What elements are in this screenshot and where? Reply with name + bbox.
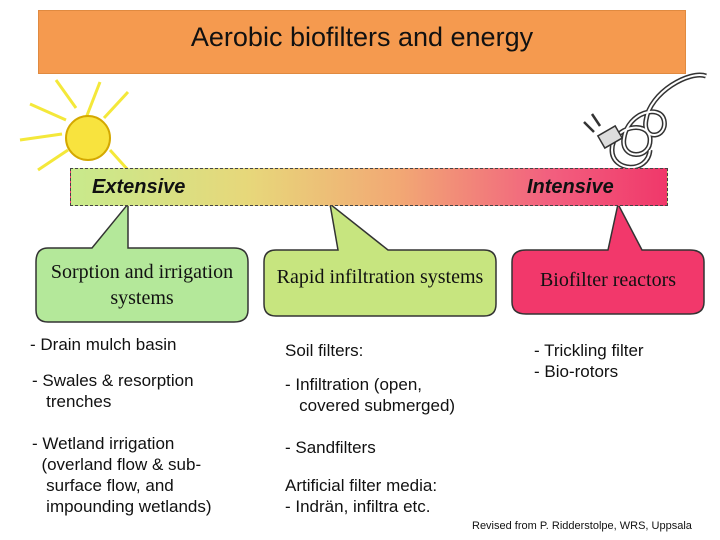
sun-icon [19, 79, 130, 172]
intensity-gradient-bar [70, 168, 668, 206]
page-title: Aerobic biofilters and energy [190, 22, 534, 52]
callout-rapid-infiltration [263, 202, 497, 317]
list-item-wetland-irrigation: - Wetland irrigation (overland flow & su… [32, 434, 212, 516]
title-banner [38, 10, 686, 74]
list-item-sandfilters: - Sandfilters [285, 438, 376, 457]
list-item-infiltration: - Infiltration (open, covered submerged) [285, 375, 456, 415]
list-item-artificial-media: Artificial filter media: - Indrän, infil… [285, 476, 438, 516]
scale-label-extensive: Extensive [92, 176, 186, 198]
box-label-rapid-infiltration: Rapid infiltration systems [276, 266, 484, 288]
list-item-swales: - Swales & resorption trenches [32, 371, 194, 411]
list-item-soil-filters: Soil filters: [285, 341, 364, 360]
callout-sorption-irrigation [35, 201, 249, 323]
box-label-biofilter-reactors: Biofilter reactors [539, 269, 677, 291]
power-plug-icon [583, 72, 707, 170]
list-item-reactors: - Trickling filter - Bio-rotors [534, 341, 644, 381]
box-label-sorption: Sorption and irrigation systems [50, 261, 234, 309]
scale-label-intensive: Intensive [527, 176, 614, 198]
list-item-drain-mulch: - Drain mulch basin [30, 335, 177, 354]
callout-biofilter-reactors [511, 201, 705, 315]
credit-text: Revised from P. Ridderstolpe, WRS, Uppsa… [472, 520, 692, 532]
